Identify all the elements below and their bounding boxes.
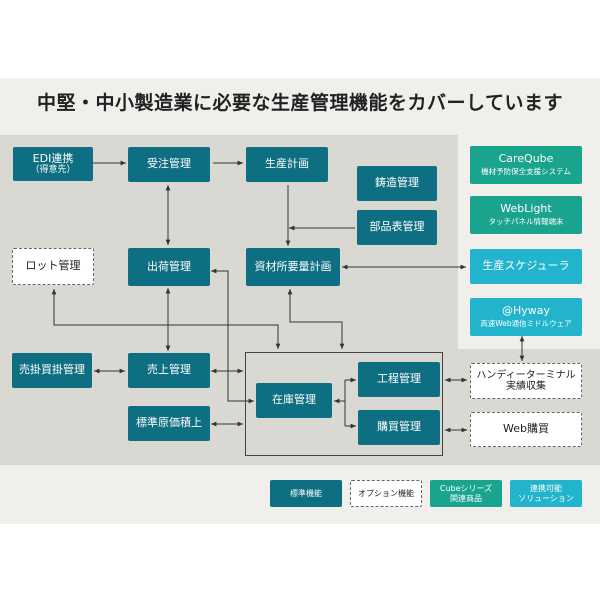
weblight-name: WebLight [500, 202, 552, 216]
web-purchase-box: Web購買 [470, 412, 582, 447]
standard-costing-box: 標準原価積上 [128, 406, 210, 441]
legend-linkable-line2: ソリューション [518, 493, 574, 503]
edi-box: EDI連携 （得意先） [13, 147, 93, 181]
scheduler-box: 生産スケジューラ [470, 249, 582, 284]
lot-management-box: ロット管理 [12, 248, 94, 285]
arrow-mrp-inventory [287, 289, 345, 349]
careqube-name: CareQube [498, 152, 554, 166]
legend-linkable: 連携可能 ソリューション [510, 480, 582, 507]
shipping-management-box: 出荷管理 [128, 248, 210, 286]
legend-option: オプション機能 [350, 480, 422, 507]
ar-ap-management-box: 売掛買掛管理 [12, 353, 92, 388]
weblight-box: WebLight タッチパネル情報端末 [470, 196, 582, 234]
weblight-desc: タッチパネル情報端末 [488, 217, 564, 226]
production-planning-box: 生産計画 [246, 147, 328, 182]
sales-management-box: 売上管理 [128, 353, 210, 388]
mrp-box: 資材所要量計画 [246, 248, 340, 286]
bom-management-box: 部品表管理 [357, 210, 437, 245]
hyway-box: @Hyway 高速Web通信ミドルウェア [470, 298, 582, 336]
handy-label: ハンディーターミナル [476, 369, 576, 381]
careqube-desc: 機材予防保全支援システム [481, 167, 571, 176]
inventory-management-box: 在庫管理 [256, 383, 332, 418]
edi-sublabel: （得意先） [30, 165, 76, 176]
legend-standard: 標準機能 [270, 480, 342, 507]
hyway-name: @Hyway [501, 304, 551, 318]
legend-linkable-line1: 連携可能 [530, 484, 562, 494]
page-title: 中堅・中小製造業に必要な生産管理機能をカバーしています [37, 92, 563, 114]
careqube-box: CareQube 機材予防保全支援システム [470, 146, 582, 184]
legend-cube-line2: 関連商品 [450, 493, 482, 503]
arrow-shipping-inventory [211, 268, 254, 404]
handy-terminal-box: ハンディーターミナル 実績収集 [470, 363, 582, 399]
hyway-desc: 高速Web通信ミドルウェア [480, 319, 572, 328]
legend-cube-series: Cubeシリーズ 関連商品 [430, 480, 502, 507]
handy-sublabel: 実績収集 [506, 381, 546, 392]
order-management-box: 受注管理 [128, 147, 210, 182]
purchase-management-box: 購買管理 [358, 410, 440, 445]
legend-cube-line1: Cubeシリーズ [439, 484, 493, 494]
process-management-box: 工程管理 [358, 362, 440, 397]
edi-label: EDI連携 [32, 151, 74, 165]
casting-management-box: 鋳造管理 [357, 166, 437, 201]
arrow-lot-inventory [51, 289, 281, 349]
inventory-group-frame [245, 352, 443, 456]
